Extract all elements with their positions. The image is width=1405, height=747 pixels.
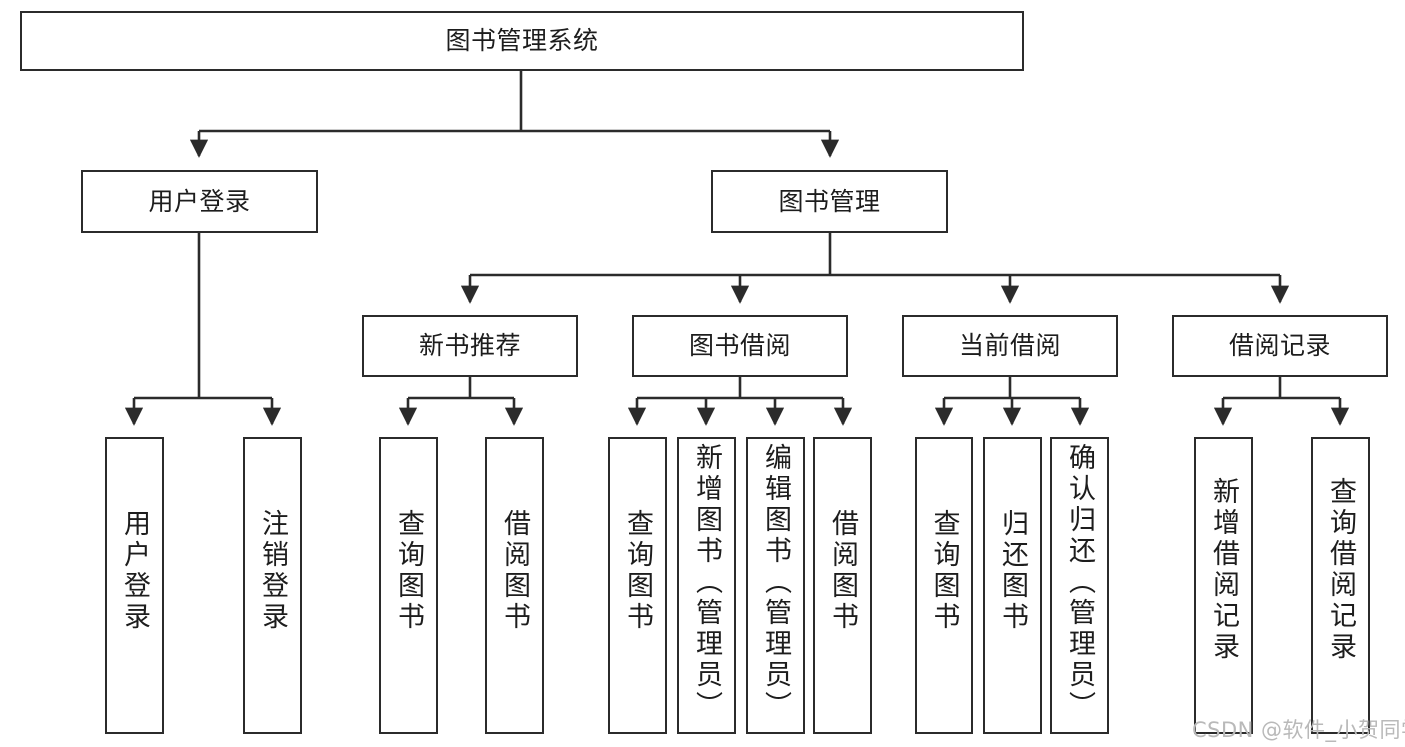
node-current-borrow[interactable]: 当前借阅: [902, 315, 1118, 377]
node-label: 查询图书: [393, 509, 424, 633]
node-label: 归还图书: [997, 509, 1028, 633]
leaf-query-book-borrow[interactable]: 查询图书: [608, 437, 667, 734]
node-book-borrow[interactable]: 图书借阅: [632, 315, 848, 377]
csdn-watermark: CSDN @软件_小贺同学: [1192, 718, 1405, 742]
node-label: 用户登录: [119, 509, 150, 633]
node-label: 图书管理: [778, 186, 881, 216]
node-label: 新书推荐: [418, 331, 521, 360]
leaf-return-book[interactable]: 归还图书: [983, 437, 1042, 734]
leaf-add-borrow-record[interactable]: 新增借阅记录: [1194, 437, 1253, 734]
node-label: 当前借阅: [958, 331, 1061, 360]
node-label: 查询借阅记录: [1325, 477, 1356, 663]
node-label: 图书借阅: [688, 331, 791, 360]
node-book-management[interactable]: 图书管理: [711, 170, 948, 233]
node-label: 借阅图书: [499, 509, 530, 633]
leaf-confirm-return-admin[interactable]: 确认归还（管理员）: [1050, 437, 1109, 734]
node-label: 注销登录: [257, 509, 288, 633]
node-label: 查询图书: [928, 509, 960, 633]
node-label: 新增图书（管理员）: [691, 443, 722, 722]
leaf-edit-book-admin[interactable]: 编辑图书（管理员）: [746, 437, 805, 734]
node-label: 图书管理系统: [445, 26, 599, 55]
leaf-user-login[interactable]: 用户登录: [105, 437, 164, 734]
node-label: 确认归还（管理员）: [1064, 443, 1095, 722]
leaf-borrow-book-recommend[interactable]: 借阅图书: [485, 437, 544, 734]
node-label: 查询图书: [622, 509, 653, 633]
leaf-add-book-admin[interactable]: 新增图书（管理员）: [677, 437, 736, 734]
leaf-logout[interactable]: 注销登录: [243, 437, 302, 734]
node-user-login[interactable]: 用户登录: [81, 170, 318, 233]
node-root-book-management-system[interactable]: 图书管理系统: [20, 11, 1024, 71]
leaf-query-book-recommend[interactable]: 查询图书: [379, 437, 438, 734]
node-label: 借阅记录: [1228, 331, 1331, 360]
node-label: 编辑图书（管理员）: [760, 443, 791, 722]
leaf-borrow-book[interactable]: 借阅图书: [813, 437, 872, 734]
leaf-query-book-current[interactable]: 查询图书: [915, 437, 973, 734]
node-borrow-record[interactable]: 借阅记录: [1172, 315, 1388, 377]
node-new-book-recommend[interactable]: 新书推荐: [362, 315, 578, 377]
node-label: 新增借阅记录: [1208, 477, 1239, 663]
leaf-query-borrow-record[interactable]: 查询借阅记录: [1311, 437, 1370, 734]
node-label: 借阅图书: [827, 509, 858, 633]
node-label: 用户登录: [148, 186, 251, 216]
